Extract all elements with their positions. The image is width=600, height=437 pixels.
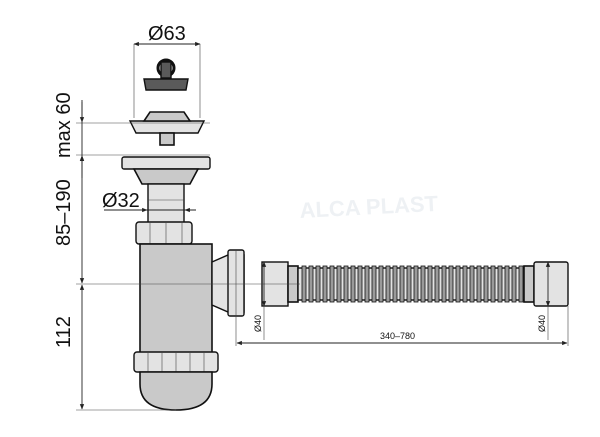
hose-rib <box>511 265 517 303</box>
dim-outlet-right-label: Ø40 <box>537 315 547 332</box>
hose-rib <box>378 265 384 303</box>
hose-rib <box>504 265 510 303</box>
watermark: ALCA PLAST <box>299 191 439 223</box>
hose-rib <box>315 265 321 303</box>
hose-rib <box>483 265 489 303</box>
hose-rib <box>385 265 391 303</box>
hose-rib <box>371 265 377 303</box>
collar-ring <box>121 156 211 185</box>
hose-right-connector <box>523 261 569 307</box>
trap-body <box>139 243 245 357</box>
hose-rib <box>392 265 398 303</box>
dim-pipe-diameter: Ø32 <box>102 190 196 213</box>
hose-rib <box>350 265 356 303</box>
hose-rib <box>518 265 524 303</box>
trap-bottom <box>133 351 219 411</box>
hose-rib <box>336 265 342 303</box>
hose-rib <box>357 265 363 303</box>
hose-rib <box>469 265 475 303</box>
hose-rib <box>322 265 328 303</box>
hose-rib <box>308 265 314 303</box>
dim-outlet-left-label: Ø40 <box>253 315 263 332</box>
hose-rib <box>399 265 405 303</box>
flexible-hose <box>297 265 525 303</box>
hose-rib <box>497 265 503 303</box>
dim-hose-length-label: 340–780 <box>380 331 415 341</box>
hose-rib <box>462 265 468 303</box>
drain-plug <box>143 58 189 91</box>
dim-max-height-label: max 60 <box>53 92 75 158</box>
hose-rib <box>441 265 447 303</box>
dim-cap-diameter: Ø63 <box>133 23 201 118</box>
hose-rib <box>434 265 440 303</box>
coupling-nut <box>135 221 193 245</box>
dim-pipe-diameter-label: Ø32 <box>102 190 140 212</box>
dim-outlet-right: Ø40 <box>537 261 551 340</box>
hose-rib <box>427 265 433 303</box>
hose-rib <box>420 265 426 303</box>
hose-rib <box>455 265 461 303</box>
dim-outlet-left: Ø40 <box>253 261 267 340</box>
dim-cap-diameter-label: Ø63 <box>148 23 186 45</box>
hose-rib <box>476 265 482 303</box>
dim-trap-height-label: 112 <box>53 316 75 348</box>
dim-adjust-height-label: 85–190 <box>53 179 75 246</box>
hose-rib <box>343 265 349 303</box>
hose-rib <box>406 265 412 303</box>
dim-trap-height: 112 <box>53 284 176 411</box>
hose-rib <box>329 265 335 303</box>
vertical-pipe <box>147 183 185 225</box>
hose-rib <box>448 265 454 303</box>
hose-rib <box>301 265 307 303</box>
hose-rib <box>413 265 419 303</box>
svg-text:ALCA PLAST: ALCA PLAST <box>299 191 439 223</box>
drain-flange <box>128 111 206 146</box>
dim-hose-length: 340–780 <box>235 306 569 346</box>
hose-rib <box>490 265 496 303</box>
dim-max-height: max 60 <box>53 92 210 178</box>
hose-rib <box>364 265 370 303</box>
